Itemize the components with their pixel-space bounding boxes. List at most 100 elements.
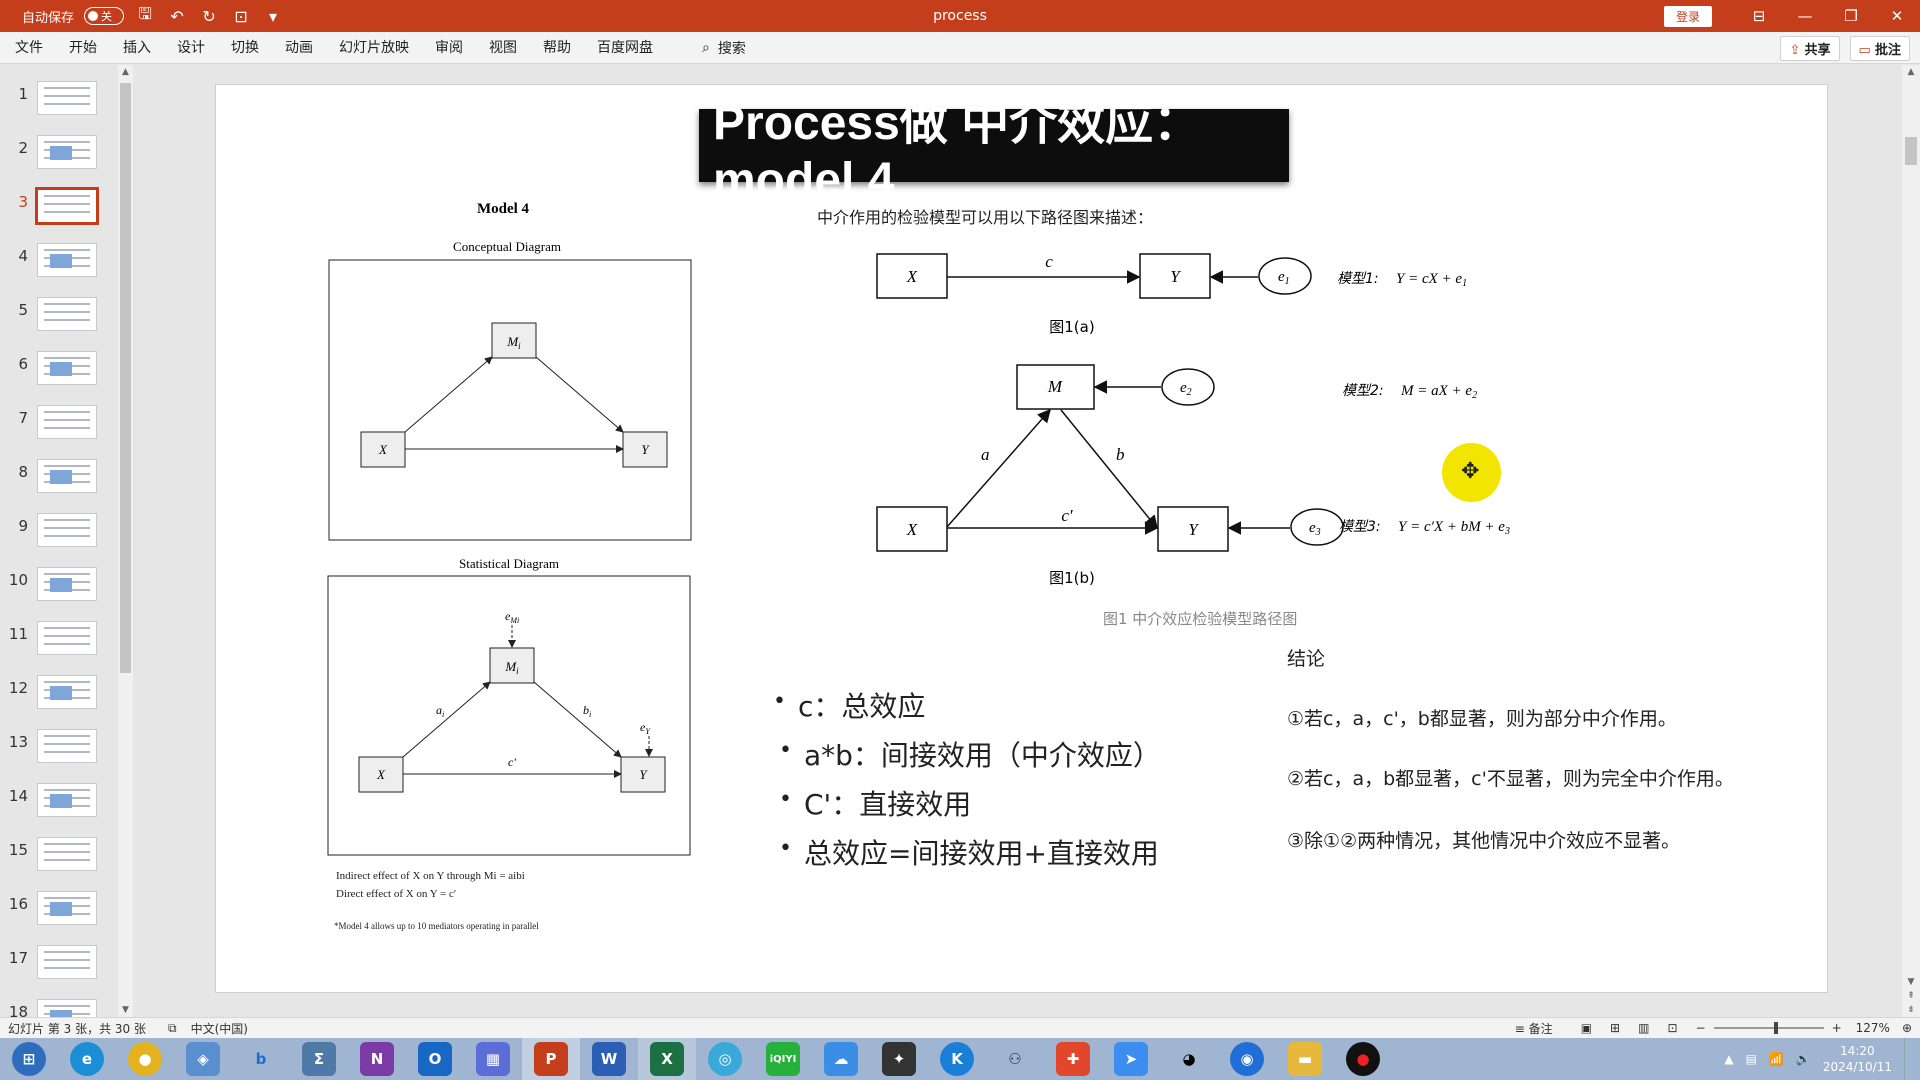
slide-scrollbar[interactable]: ▲ ▼ ⇞ ⇟ [1902, 65, 1920, 1017]
taskbar-browser2[interactable]: ◎ [696, 1038, 754, 1080]
comment-button[interactable]: ▭ 批注 [1849, 36, 1910, 61]
redo-icon[interactable]: ↻ [202, 6, 216, 26]
undo-icon[interactable]: ↶ [170, 6, 184, 26]
taskbar-record[interactable]: ● [1334, 1038, 1392, 1080]
slide-thumbnail[interactable]: 10 [0, 565, 118, 617]
taskbar-explorer[interactable]: ▬ [1276, 1038, 1334, 1080]
autosave-toggle[interactable]: 关 [84, 7, 125, 25]
tab-design[interactable]: 设计 [177, 39, 205, 56]
slide-thumbnail[interactable]: 11 [0, 619, 118, 671]
slide-thumbnail[interactable]: 14 [0, 781, 118, 833]
language-status[interactable]: 中文(中国) [190, 1021, 248, 1036]
thumbnails-scrollbar[interactable]: ▲ ▼ [118, 65, 133, 1017]
slide-preview[interactable] [37, 405, 97, 439]
tray-app-icon[interactable]: ▤ [1745, 1052, 1757, 1066]
normal-view-icon[interactable]: ▣ [1580, 1021, 1593, 1035]
reading-view-icon[interactable]: ▥ [1638, 1021, 1650, 1035]
show-desktop-button[interactable] [1904, 1038, 1910, 1080]
slide-preview[interactable] [37, 621, 97, 655]
tab-review[interactable]: 审阅 [435, 39, 463, 56]
tab-insert[interactable]: 插入 [123, 39, 151, 56]
slide-canvas[interactable]: Process做 中介效应：model 4 Model 4 Conceptual… [215, 84, 1828, 993]
taskbar-grid-app[interactable]: ▦ [464, 1038, 522, 1080]
slide-thumbnail[interactable]: 1 [0, 79, 118, 131]
slide-thumbnail[interactable]: 15 [0, 835, 118, 887]
accessibility-icon[interactable]: ⧉ [167, 1020, 177, 1035]
zoom-slider[interactable] [1713, 1022, 1824, 1034]
thumbnails-scroll-thumb[interactable] [120, 83, 131, 673]
taskbar-baidu[interactable]: ☁ [812, 1038, 870, 1080]
slide-thumbnail[interactable]: 7 [0, 403, 118, 455]
slide-thumbnail[interactable]: 8 [0, 457, 118, 509]
taskbar-xmind[interactable]: ✚ [1044, 1038, 1102, 1080]
slide-preview[interactable] [37, 459, 97, 493]
customize-qat-icon[interactable]: ▾ [269, 6, 278, 26]
taskbar-math[interactable]: Σ [290, 1038, 348, 1080]
tab-animations[interactable]: 动画 [285, 39, 313, 56]
slide-preview[interactable] [37, 945, 97, 979]
taskbar-excel[interactable]: X [638, 1038, 696, 1080]
taskbar-app-diamond[interactable]: ◈ [174, 1038, 232, 1080]
sorter-view-icon[interactable]: ⊞ [1610, 1021, 1621, 1035]
taskbar-game[interactable]: ✦ [870, 1038, 928, 1080]
slide-thumbnail[interactable]: 12 [0, 673, 118, 725]
scroll-up-icon[interactable]: ▲ [122, 67, 129, 77]
slide-preview[interactable] [37, 81, 97, 115]
previous-slide-icon[interactable]: ⇞ [1907, 991, 1915, 1001]
slide-preview[interactable] [37, 675, 97, 709]
slide-thumbnail[interactable]: 13 [0, 727, 118, 779]
tab-baidu[interactable]: 百度网盘 [597, 39, 653, 56]
wifi-icon[interactable]: 📶 [1768, 1052, 1784, 1066]
slide-title[interactable]: Process做 中介效应：model 4 [699, 97, 1289, 207]
tab-home[interactable]: 开始 [69, 39, 97, 56]
slide-preview[interactable] [35, 187, 99, 225]
close-icon[interactable]: ✕ [1890, 7, 1904, 25]
taskbar-onenote[interactable]: N [348, 1038, 406, 1080]
taskbar-powerpoint[interactable]: P [522, 1038, 580, 1080]
notes-button[interactable]: ≡ 备注 [1514, 1021, 1553, 1036]
taskbar-recorder[interactable]: ◉ [1218, 1038, 1276, 1080]
taskbar-chrome[interactable]: ● [116, 1038, 174, 1080]
scroll-down-icon[interactable]: ▼ [122, 1005, 129, 1015]
slide-thumbnail[interactable]: 4 [0, 241, 118, 293]
slide-thumbnail[interactable]: 9 [0, 511, 118, 563]
restore-icon[interactable]: ❐ [1844, 7, 1858, 25]
slide-preview[interactable] [37, 513, 97, 547]
zoom-slider-thumb[interactable] [1773, 1022, 1778, 1034]
slide-thumbnail[interactable]: 6 [0, 349, 118, 401]
taskbar-edge[interactable]: e [58, 1038, 116, 1080]
save-icon[interactable]: 🖫 [138, 3, 152, 23]
tab-transitions[interactable]: 切换 [231, 39, 259, 56]
start-button[interactable]: ⊞ [0, 1038, 58, 1080]
scroll-down-icon[interactable]: ▼ [1907, 977, 1915, 987]
taskbar-word[interactable]: W [580, 1038, 638, 1080]
taskbar-outlook[interactable]: O [406, 1038, 464, 1080]
tab-help[interactable]: 帮助 [543, 39, 571, 56]
slide-preview[interactable] [37, 567, 97, 601]
slide-preview[interactable] [37, 783, 97, 817]
slide-thumbnail[interactable]: 16 [0, 889, 118, 941]
taskbar-network[interactable]: ⚇ [986, 1038, 1044, 1080]
slide-thumbnail[interactable]: 5 [0, 295, 118, 347]
present-icon[interactable]: ⊡ [234, 6, 248, 26]
slide-thumbnail[interactable]: 17 [0, 943, 118, 995]
taskbar-bing[interactable]: b [232, 1038, 290, 1080]
slide-thumbnail[interactable]: 2 [0, 133, 118, 185]
taskbar-feishu[interactable]: ➤ [1102, 1038, 1160, 1080]
slide-preview[interactable] [37, 135, 97, 169]
tab-slideshow[interactable]: 幻灯片放映 [339, 39, 409, 56]
slide-thumbnail[interactable]: 3 [0, 187, 118, 239]
slide-preview[interactable] [37, 999, 97, 1017]
volume-icon[interactable]: 🔊 [1795, 1052, 1811, 1066]
zoom-out-icon[interactable]: − [1695, 1021, 1706, 1035]
slide-preview[interactable] [37, 891, 97, 925]
fit-slide-icon[interactable]: ⊕ [1901, 1021, 1912, 1035]
minimize-icon[interactable]: — [1797, 7, 1813, 25]
zoom-in-icon[interactable]: + [1831, 1021, 1842, 1035]
search-box[interactable]: ⌕搜索 [702, 38, 746, 58]
scroll-up-icon[interactable]: ▲ [1907, 67, 1915, 77]
slide-thumbnail[interactable]: 18 [0, 997, 118, 1017]
slide-scroll-thumb[interactable] [1905, 137, 1917, 165]
zoom-level[interactable]: 127% [1855, 1021, 1890, 1035]
taskbar-qq[interactable]: ◕ [1160, 1038, 1218, 1080]
